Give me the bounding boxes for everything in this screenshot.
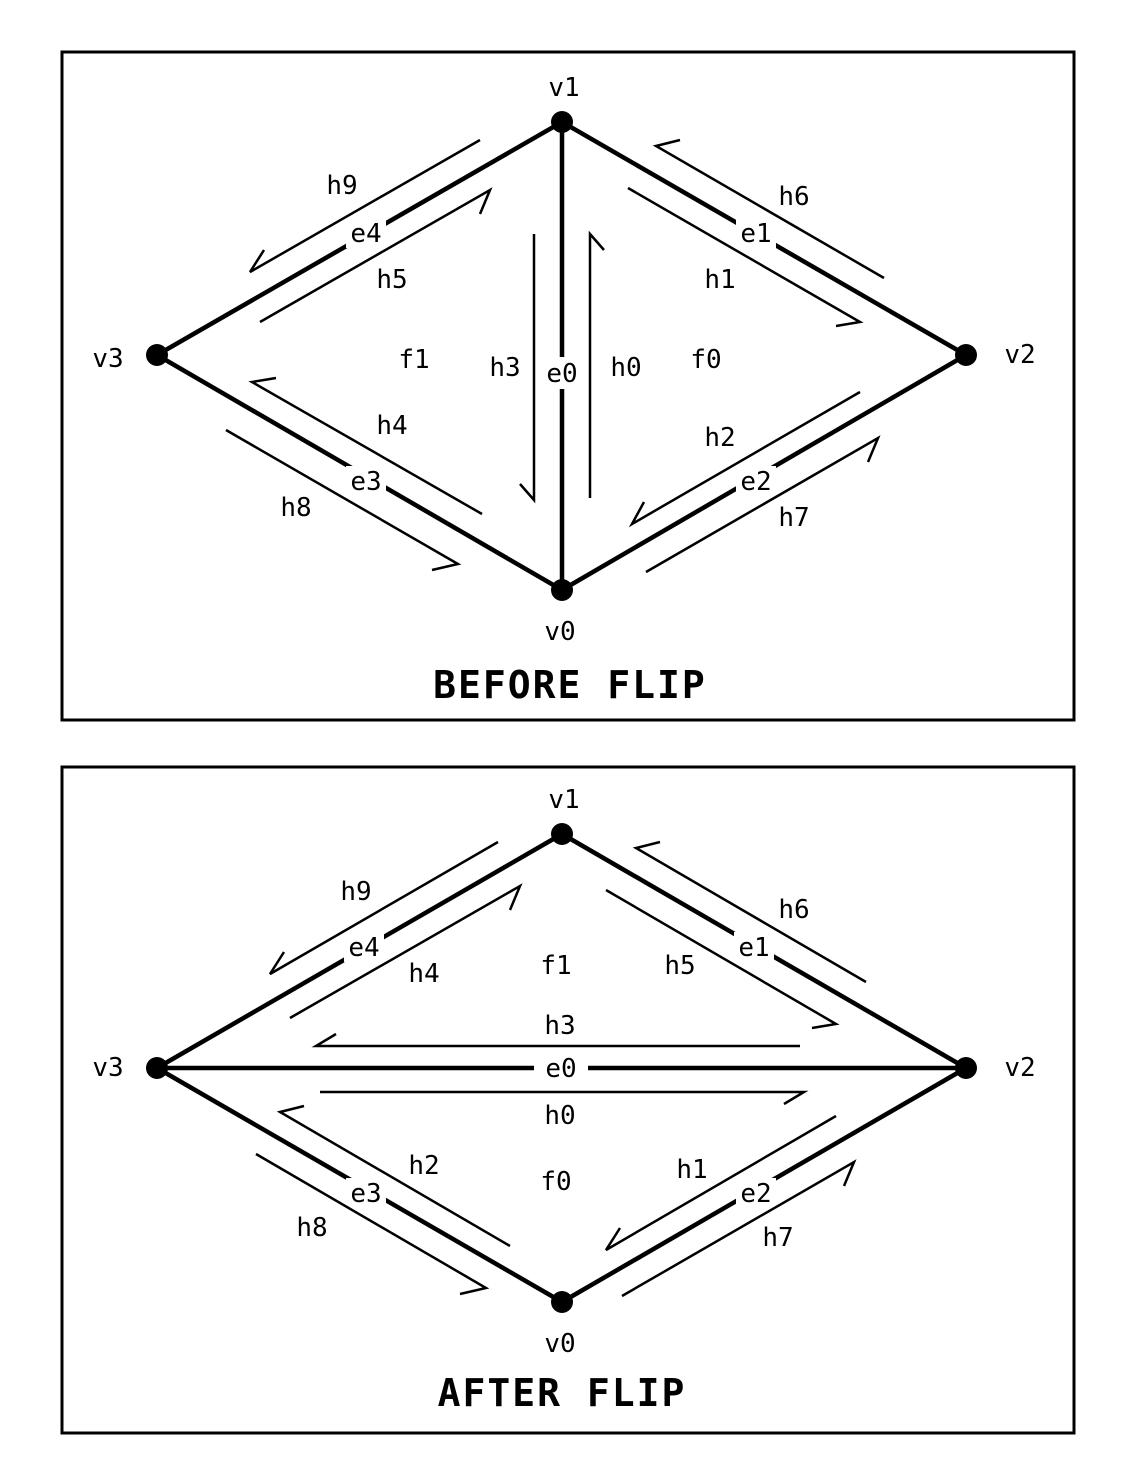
- halfedge-h4: [248, 376, 483, 516]
- halfedge-h3: [519, 234, 536, 504]
- panel-title: BEFORE FLIP: [433, 663, 707, 707]
- vertex-label-v0: v0: [544, 1329, 575, 1359]
- vertex-label-v2: v2: [1004, 340, 1035, 370]
- vertex-v1: [551, 823, 573, 845]
- edge-label-e4: e4: [348, 933, 379, 963]
- edge-label-e3: e3: [350, 467, 381, 497]
- halfedge-label-h6: h6: [778, 182, 809, 212]
- halfedge-h6: [632, 840, 867, 984]
- halfedge-label-h1: h1: [676, 1155, 707, 1185]
- vertex-label-v2: v2: [1004, 1053, 1035, 1083]
- halfedge-label-h5: h5: [376, 265, 407, 295]
- face-label-f0: f0: [690, 345, 721, 375]
- halfedge-label-h9: h9: [326, 171, 357, 201]
- halfedge-h3: [311, 1032, 800, 1048]
- halfedge-label-h4: h4: [408, 959, 439, 989]
- panel-frame: [60, 50, 1076, 722]
- vertex-label-v3: v3: [92, 344, 123, 374]
- halfedge-h8: [255, 1152, 490, 1296]
- edge-label-e3: e3: [350, 1179, 381, 1209]
- vertex-v3: [146, 1057, 168, 1079]
- halfedge-label-h8: h8: [280, 493, 311, 523]
- halfedge-h7: [645, 435, 881, 574]
- halfedge-label-h3: h3: [544, 1011, 575, 1041]
- edge-label-e1: e1: [740, 219, 771, 249]
- halfedge-h4: [289, 883, 523, 1020]
- edge-label-e1: e1: [738, 933, 769, 963]
- halfedge-label-h9: h9: [340, 877, 371, 907]
- halfedge-label-h5: h5: [664, 951, 695, 981]
- halfedge-h8: [225, 428, 462, 572]
- halfedge-label-h3: h3: [489, 353, 520, 383]
- vertex-v0: [551, 1291, 573, 1313]
- halfedge-h5: [605, 888, 840, 1030]
- halfedge-label-h2: h2: [704, 423, 735, 453]
- edge-label-e0: e0: [546, 359, 577, 389]
- edge-label-e2: e2: [740, 467, 771, 497]
- halfedge-h2: [276, 1104, 511, 1248]
- before-flip-panel: v1 v2 v0 v3 e0 e1 e2 e3 e4 h0 h1 h2 h3 h…: [60, 50, 1076, 722]
- halfedge-label-h7: h7: [778, 503, 809, 533]
- halfedge-label-h6: h6: [778, 895, 809, 925]
- vertex-v2: [955, 1057, 977, 1079]
- vertex-v0: [551, 579, 573, 601]
- halfedge-h1: [604, 1114, 837, 1252]
- halfedge-label-h4: h4: [376, 411, 407, 441]
- halfedge-label-h0: h0: [544, 1101, 575, 1131]
- vertex-label-v1: v1: [548, 73, 579, 103]
- edge-label-e4: e4: [350, 219, 381, 249]
- vertex-v3: [146, 344, 168, 366]
- halfedge-h5: [259, 187, 493, 324]
- halfedge-label-h2: h2: [408, 1151, 439, 1181]
- halfedge-label-h8: h8: [296, 1213, 327, 1243]
- halfedge-h9: [248, 138, 481, 274]
- vertex-label-v3: v3: [92, 1053, 123, 1083]
- halfedge-label-h1: h1: [704, 265, 735, 295]
- edge-label-e0: e0: [545, 1054, 576, 1084]
- halfedge-h0: [588, 230, 605, 498]
- vertex-label-v1: v1: [548, 785, 579, 815]
- halfedge-h0: [320, 1090, 809, 1106]
- halfedge-h1: [627, 186, 864, 328]
- face-label-f0: f0: [540, 1167, 571, 1197]
- halfedge-label-h0: h0: [610, 353, 641, 383]
- after-flip-panel: v1 v2 v0 v3 e0 e1 e2 e3 e4 h0 h1 h2 h3 h…: [60, 765, 1076, 1435]
- face-label-f1: f1: [398, 345, 429, 375]
- panel-frame: [60, 765, 1076, 1435]
- halfedge-h2: [628, 390, 861, 528]
- halfedge-h9: [268, 840, 499, 976]
- face-label-f1: f1: [540, 951, 571, 981]
- vertex-label-v0: v0: [544, 617, 575, 647]
- vertex-v1: [551, 111, 573, 133]
- halfedge-label-h7: h7: [762, 1223, 793, 1253]
- halfedge-h6: [652, 138, 885, 280]
- halfedge-h7: [621, 1159, 857, 1298]
- vertex-v2: [955, 344, 977, 366]
- panel-title: AFTER FLIP: [438, 1371, 687, 1415]
- edge-label-e2: e2: [740, 1179, 771, 1209]
